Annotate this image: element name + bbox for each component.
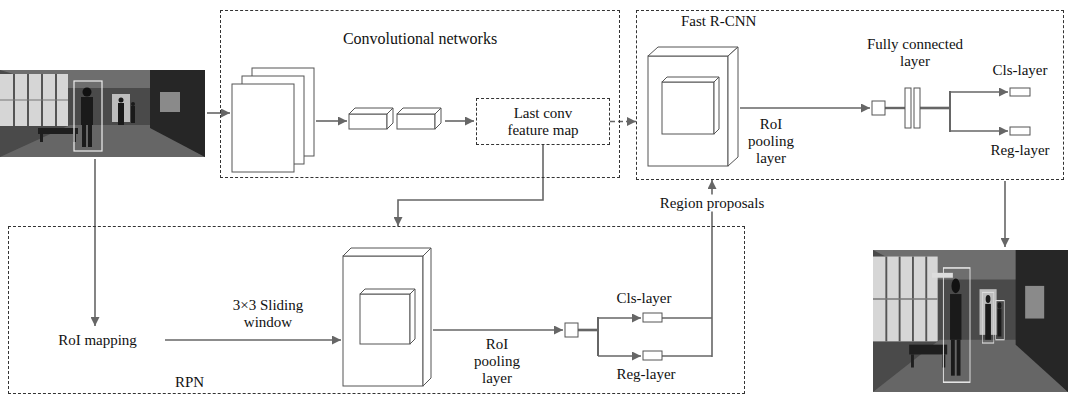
- flow-arrow: [598, 355, 641, 357]
- fc-bar: [905, 88, 911, 128]
- flow-line: [662, 317, 712, 319]
- flow-arrow: [950, 91, 1008, 93]
- flow-arrow: [445, 120, 474, 122]
- cuboid-face: [397, 114, 435, 129]
- feature-map-box: Last conv feature map: [476, 98, 610, 145]
- conv-stack: [232, 68, 314, 172]
- flow-line: [885, 107, 905, 109]
- cuboid-face: [360, 289, 415, 294]
- corridor-image: [873, 250, 1068, 392]
- layer-label: Cls-layer: [604, 290, 684, 307]
- layer-label: Reg-layer: [980, 142, 1060, 159]
- connector-arrow: [610, 121, 636, 123]
- cuboid-face: [728, 47, 738, 166]
- flow-arrow: [433, 329, 563, 331]
- connector-arrow: [398, 145, 543, 226]
- cuboid-face: [387, 108, 393, 129]
- flow-arrow: [598, 317, 641, 319]
- dashed-region: Convolutional networksLast conv feature …: [220, 10, 620, 178]
- region-title: Fast R-CNN: [637, 11, 756, 30]
- layer-label: Cls-layer: [980, 62, 1060, 79]
- feature-layer: [232, 84, 294, 172]
- detection-box: [996, 301, 1005, 340]
- step-label: 3×3 Sliding window: [218, 297, 318, 331]
- cuboid-face: [435, 108, 441, 129]
- cls-output: [643, 313, 662, 322]
- cuboid-face: [343, 248, 431, 256]
- cuboid-face: [410, 289, 415, 344]
- dashed-region: RPN: [8, 226, 745, 394]
- fc-bar: [914, 88, 920, 128]
- flow-line: [711, 226, 713, 357]
- cuboid-face: [714, 77, 719, 134]
- rpn-cuboid: [343, 248, 431, 386]
- flow-line: [578, 329, 598, 332]
- flow-line: [949, 91, 951, 132]
- pooled-feature: [872, 101, 885, 115]
- region-title: RPN: [9, 373, 204, 393]
- corridor-image: [0, 70, 205, 157]
- flow-arrow: [1004, 181, 1006, 247]
- output-photo: [873, 250, 1068, 392]
- layer-blocks: [565, 88, 1030, 360]
- flow-arrow: [950, 130, 1008, 132]
- small-cuboids: [349, 108, 441, 129]
- cuboid-face: [360, 294, 410, 344]
- layer-label: Fully connected layer: [860, 36, 970, 70]
- cuboid-face: [423, 248, 431, 386]
- layer-label: RoI pooling layer: [740, 116, 802, 167]
- pooled-feature: [565, 323, 578, 337]
- flow-arrow: [94, 159, 96, 326]
- dashed-region: Fast R-CNN: [636, 10, 1064, 180]
- flow-line: [597, 317, 599, 356]
- cuboid-face: [662, 82, 714, 134]
- cuboid-face: [343, 256, 423, 386]
- reg-output: [643, 351, 662, 360]
- input-photo: [0, 70, 205, 157]
- cuboid-face: [648, 47, 738, 56]
- detection-box: [74, 81, 102, 151]
- box-text: Last conv feature map: [496, 105, 591, 139]
- edge-label: Region proposals: [657, 195, 768, 212]
- flow-line: [662, 355, 712, 357]
- layer-label: Reg-layer: [606, 366, 686, 383]
- step-label: RoI mapping: [40, 332, 155, 349]
- score-tag: [932, 273, 953, 278]
- cuboid-face: [648, 56, 728, 166]
- connector-arrow: [711, 180, 713, 226]
- fast-rcnn-cuboid: [648, 47, 738, 166]
- cuboid-face: [662, 77, 719, 82]
- detection-box: [943, 268, 970, 382]
- flow-line: [920, 107, 950, 110]
- cls-output: [1010, 88, 1030, 96]
- flow-arrow: [316, 120, 347, 122]
- flow-arrow: [207, 112, 230, 114]
- region-title: Convolutional networks: [343, 11, 497, 48]
- flow-arrow: [165, 339, 341, 341]
- cuboid-face: [349, 108, 393, 114]
- reg-output: [1010, 127, 1030, 135]
- layer-label: RoI pooling layer: [466, 336, 528, 387]
- cuboid-face: [349, 114, 387, 129]
- cuboid-face: [397, 108, 441, 114]
- detection-box: [982, 292, 993, 343]
- flow-arrow: [740, 107, 870, 109]
